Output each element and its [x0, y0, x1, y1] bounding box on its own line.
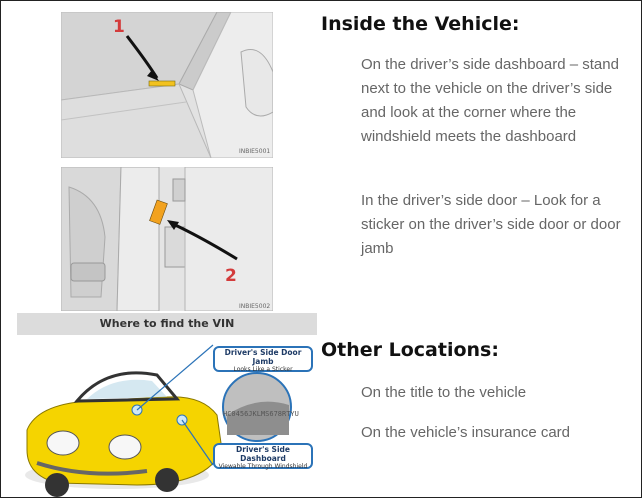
dashboard-callout-subtitle: Viewable Through Windshield — [218, 463, 308, 470]
sample-vin: HC0456JKLMS678RTYU — [223, 410, 299, 418]
inside-vehicle-heading: Inside the Vehicle: — [321, 13, 520, 35]
vin-location-diagram: Where to find the VIN Driver's Side Door… — [17, 313, 317, 497]
dashboard-illustration: 1 INBIE5001 — [61, 12, 273, 158]
marker-1: 1 — [113, 17, 125, 37]
dashboard-callout: Driver's Side Dashboard Viewable Through… — [213, 443, 313, 470]
other-locations-heading: Other Locations: — [321, 339, 499, 361]
vin-plate-icon — [148, 80, 176, 87]
door-jamb-callout: Driver's Side Door Jamb Looks Like a Sti… — [213, 346, 313, 373]
marker-2: 2 — [225, 266, 237, 286]
door-jamb-subtitle: Looks Like a Sticker — [233, 366, 293, 373]
dashboard-drawing: 1 — [61, 12, 273, 158]
other-item-title: On the title to the vehicle — [361, 384, 527, 401]
image-code: INBIE5001 — [239, 148, 271, 155]
door-illustration: 2 INBIE5002 — [61, 167, 273, 311]
inside-item-door: In the driver’s side door – Look for a s… — [361, 192, 621, 257]
door-sticker-icon — [149, 199, 168, 225]
inside-item-dashboard: On the driver’s side dashboard – stand n… — [361, 56, 619, 145]
image-code: INBIE5002 — [239, 303, 271, 310]
dashboard-callout-title: Driver's Side Dashboard — [236, 445, 290, 463]
door-jamb-title: Driver's Side Door Jamb — [224, 348, 302, 366]
car-drawing — [25, 344, 292, 497]
other-item-insurance: On the vehicle’s insurance card — [361, 424, 571, 441]
diagram-title: Where to find the VIN — [17, 313, 317, 335]
door-drawing: 2 — [61, 167, 273, 311]
